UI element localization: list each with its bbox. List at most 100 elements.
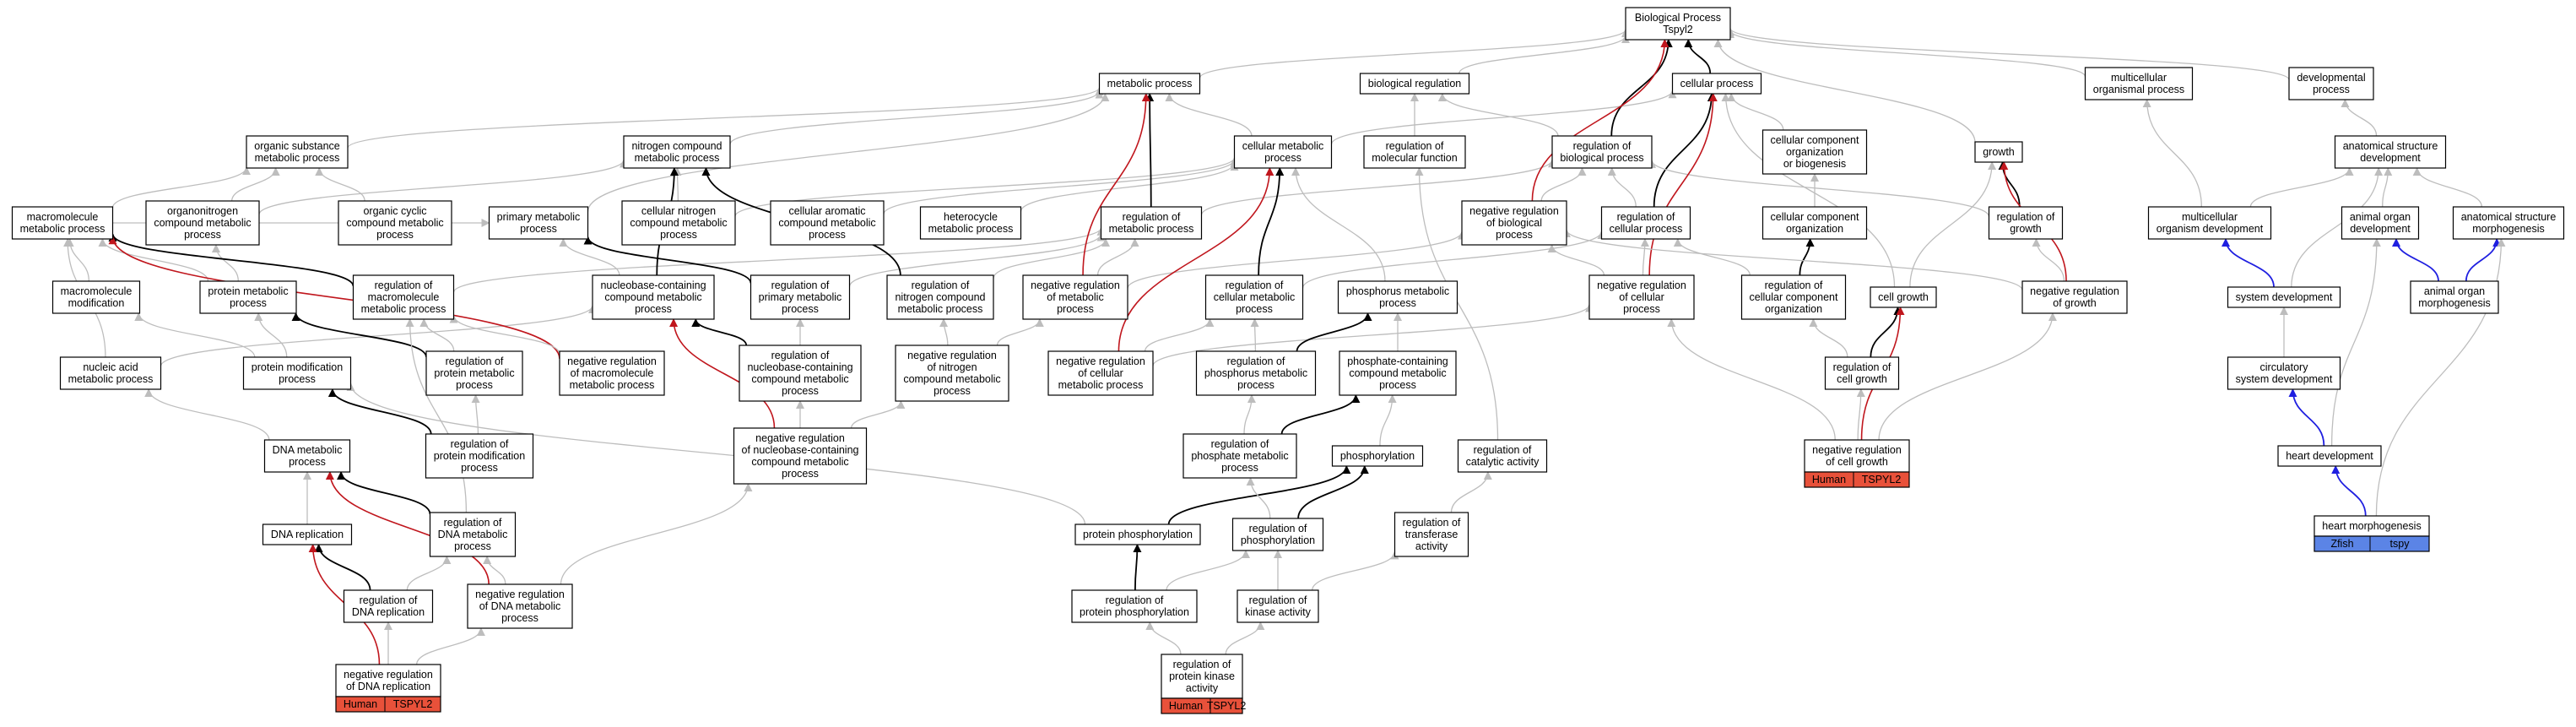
go-term-label-line: organismal process (2093, 84, 2184, 95)
go-term-node-bioreg[interactable]: biological regulation (1359, 73, 1470, 95)
go-term-box (335, 664, 441, 697)
go-term-node-cellgrowth[interactable]: cell growth (1870, 286, 1937, 308)
go-term-label-line: negative regulation (1597, 279, 1686, 291)
go-term-label-line: modification (68, 297, 125, 309)
go-term-label-line: metabolic process (68, 373, 154, 385)
go-term-node-phosph[interactable]: phosphorylation (1331, 445, 1424, 467)
go-term-label-line: of cell growth (1826, 456, 1888, 468)
go-term-node-dnarep[interactable]: DNA replication (262, 524, 353, 545)
go-term-node-metabolic[interactable]: metabolic process (1098, 73, 1201, 95)
go-term-label-line: primary metabolic (497, 211, 581, 223)
is-a-edge-cellarom-to-cellmet (883, 158, 1239, 214)
go-term-box (2314, 515, 2430, 537)
go-term-label-line: process (782, 303, 819, 315)
part-of-edge-regccorg-to-ccorg2 (1799, 238, 1815, 276)
go-term-node-heartdev[interactable]: heart development (2277, 445, 2382, 467)
annotation-gene: tspy (2390, 538, 2411, 550)
negatively-regulates-edge-negregcell-to-cellular (1648, 93, 1718, 276)
go-term-box (1237, 589, 1319, 623)
negatively-regulates-edge-negregmet-to-metabolic (1082, 93, 1150, 276)
is-a-edge-anatmorph-to-anatdev (2412, 167, 2482, 208)
is-a-edge-negregdnarep-to-negregdnamet (416, 627, 485, 665)
is-a-edge-regphosph-to-regphosphate (1246, 477, 1271, 519)
go-term-node-regnucleo[interactable]: regulation ofnucleobase-containingcompou… (739, 345, 862, 402)
go-term-node-cellular[interactable]: cellular process (1671, 73, 1762, 95)
go-term-node-growth[interactable]: growth (1974, 141, 2023, 163)
go-term-node-protphos[interactable]: protein phosphorylation (1074, 524, 1201, 545)
go-term-box (467, 583, 573, 629)
go-term-label-line: negative regulation (567, 355, 657, 367)
go-term-node-sysdev[interactable]: system development (2227, 286, 2341, 308)
go-term-label-line: cellular process (1680, 78, 1754, 90)
